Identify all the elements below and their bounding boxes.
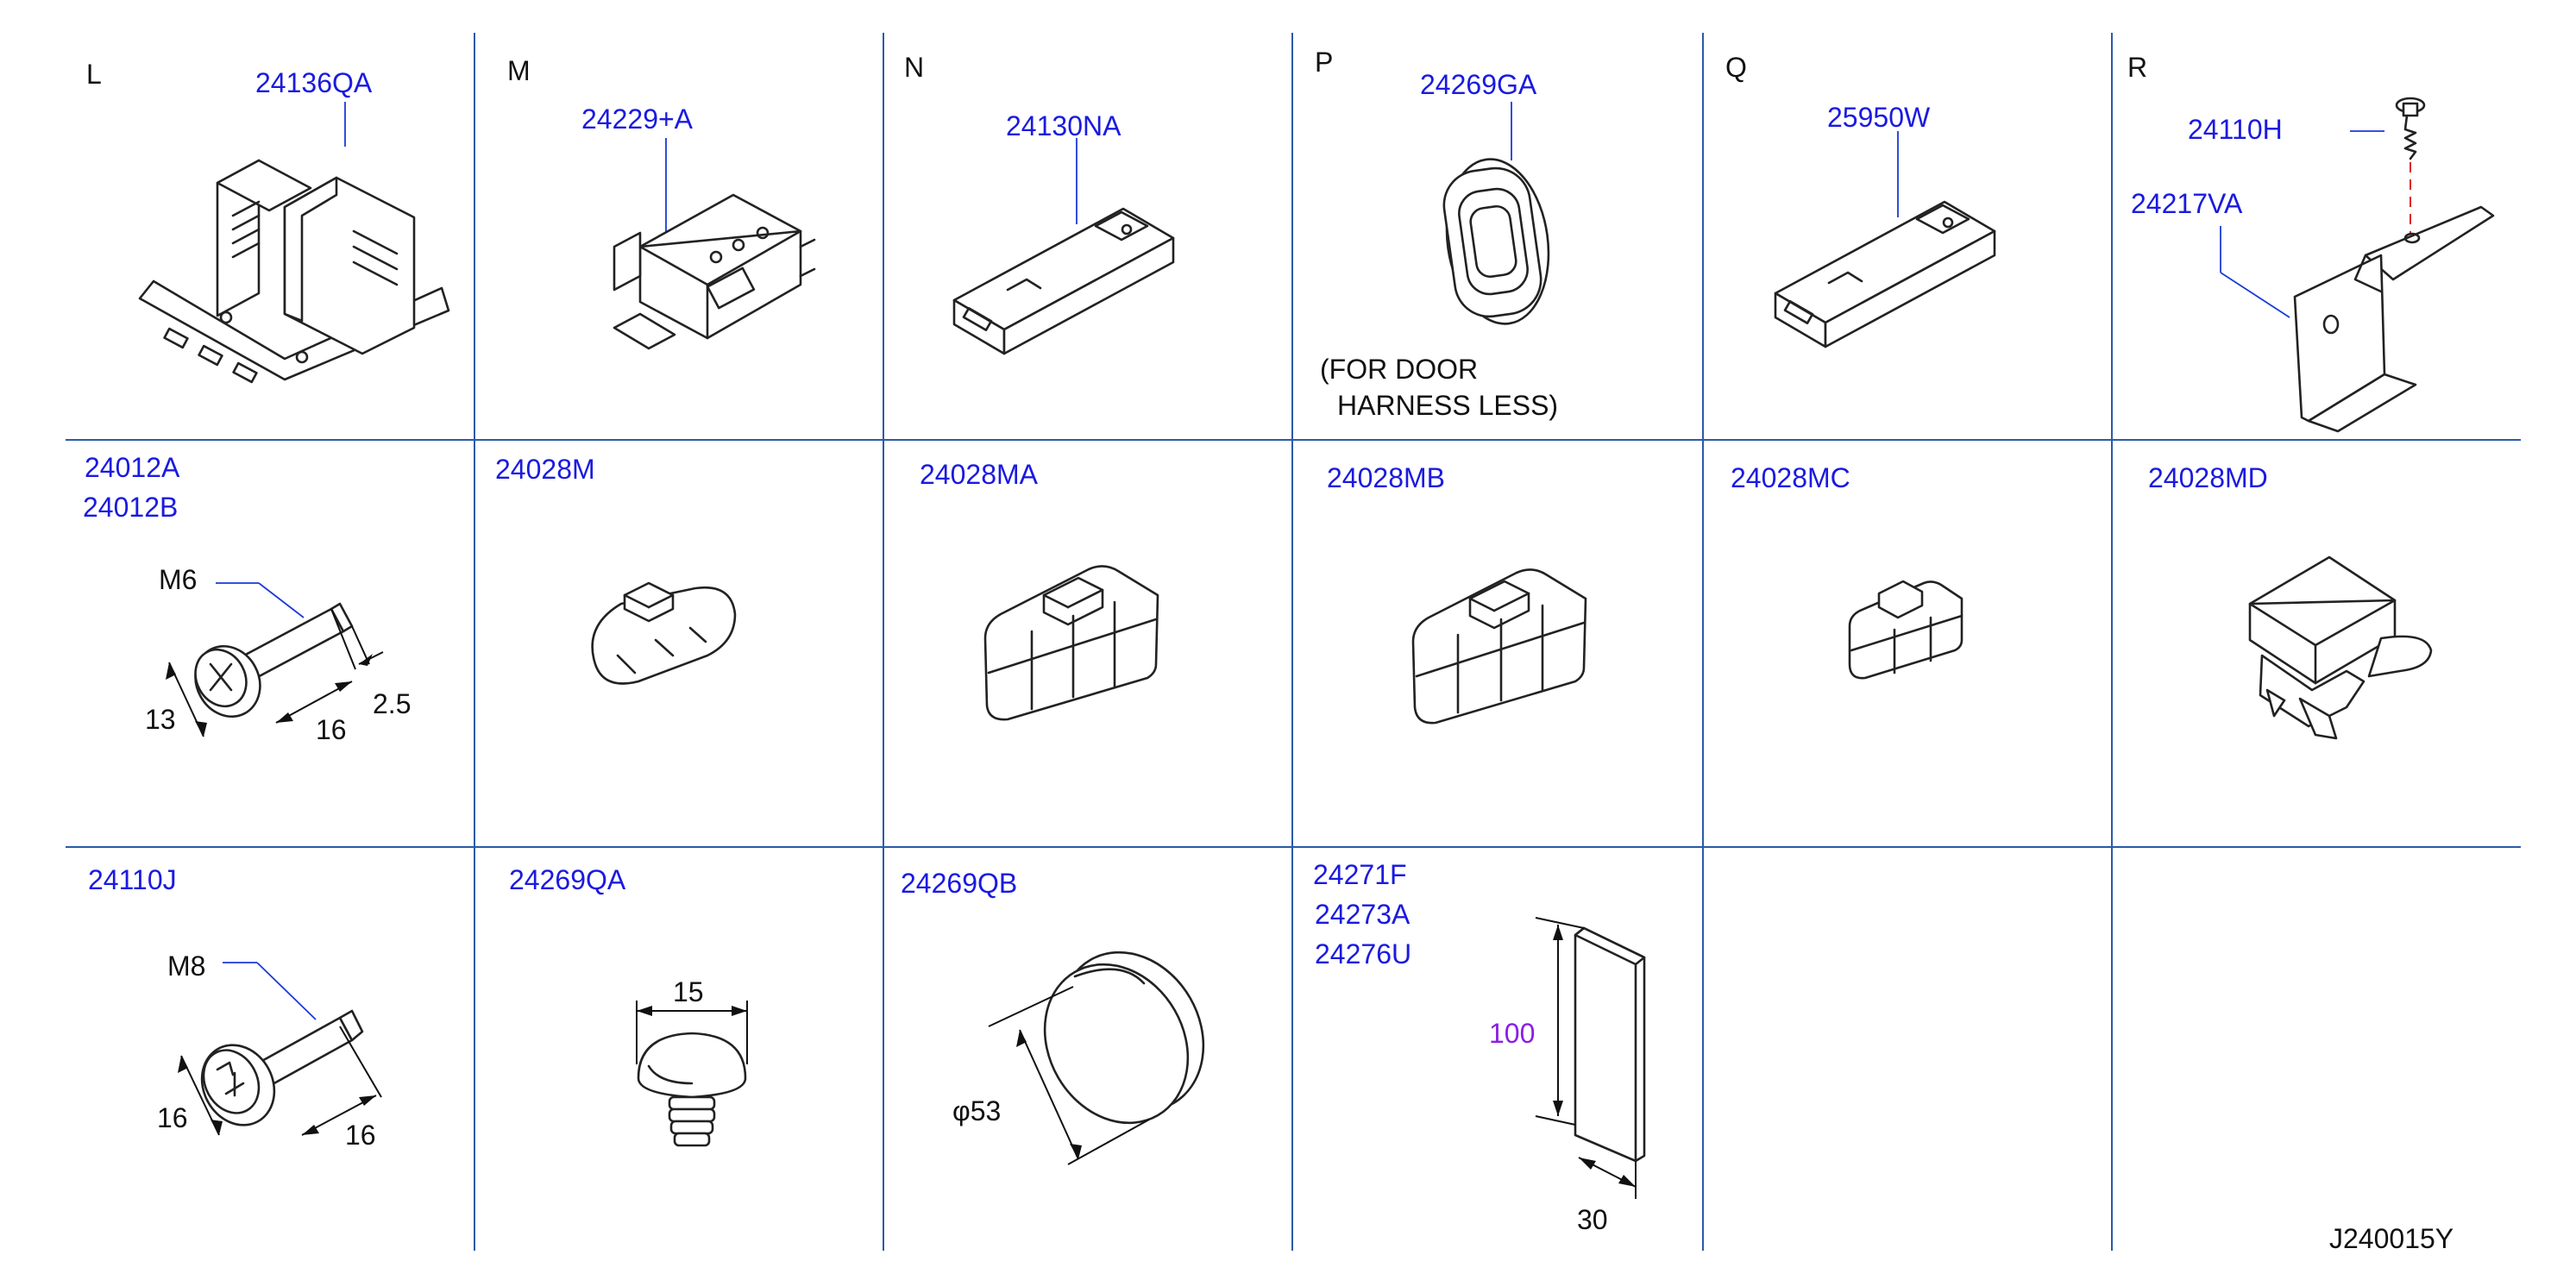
part-label-24217va[interactable]: 24217VA bbox=[2131, 188, 2243, 219]
part-label-24110h[interactable]: 24110H bbox=[2188, 114, 2283, 145]
part-label-24276u[interactable]: 24276U bbox=[1315, 938, 1412, 969]
cell-letter-q: Q bbox=[1725, 52, 1747, 83]
part-label-24269qa[interactable]: 24269QA bbox=[509, 864, 626, 895]
dim-label-16-right: 16 bbox=[345, 1120, 376, 1151]
grommet-24269qb-drawing bbox=[988, 951, 1205, 1165]
part-label-24229a[interactable]: 24229+A bbox=[581, 104, 694, 135]
cell-letter-m: M bbox=[507, 55, 531, 86]
dim-label-100: 100 bbox=[1489, 1018, 1536, 1049]
dim-label-30: 30 bbox=[1577, 1204, 1608, 1235]
clip-24229a-drawing bbox=[613, 138, 816, 350]
part-label-24110j[interactable]: 24110J bbox=[88, 864, 177, 895]
part-label-24273a[interactable]: 24273A bbox=[1315, 899, 1411, 930]
clip-24028md-drawing bbox=[2248, 555, 2433, 740]
bolt-m8-drawing bbox=[178, 962, 382, 1136]
bolt-m6-drawing bbox=[166, 582, 384, 737]
note-harness-less: HARNESS LESS) bbox=[1337, 390, 1559, 421]
dim-label-15: 15 bbox=[673, 976, 704, 1007]
part-label-24136qa[interactable]: 24136QA bbox=[255, 67, 373, 98]
part-label-25950w[interactable]: 25950W bbox=[1827, 102, 1931, 133]
connector-24028mb-drawing bbox=[1411, 568, 1587, 725]
part-label-24028mc[interactable]: 24028MC bbox=[1731, 462, 1850, 493]
part-label-24012b[interactable]: 24012B bbox=[83, 492, 179, 523]
part-label-24028m[interactable]: 24028M bbox=[495, 454, 595, 485]
part-label-24271f[interactable]: 24271F bbox=[1313, 859, 1407, 890]
connector-24028ma-drawing bbox=[983, 565, 1159, 721]
pad-24271f-drawing bbox=[1535, 917, 1646, 1199]
diagram-code: J240015Y bbox=[2329, 1223, 2454, 1254]
thread-label-m6: M6 bbox=[159, 564, 198, 595]
connector-24130na-drawing bbox=[952, 138, 1175, 355]
part-label-24269qb[interactable]: 24269QB bbox=[901, 868, 1018, 899]
cell-letter-r: R bbox=[2127, 52, 2148, 83]
dim-label-2-5: 2.5 bbox=[373, 688, 412, 719]
thread-label-m8: M8 bbox=[167, 951, 206, 982]
clip-24269qa-drawing bbox=[636, 1001, 748, 1147]
grid-lines bbox=[66, 33, 2521, 1251]
bracket-24136qa-drawing bbox=[138, 102, 450, 384]
connector-24028m-drawing bbox=[591, 581, 737, 685]
note-for-door: (FOR DOOR bbox=[1320, 354, 1479, 385]
dim-label-phi53: φ53 bbox=[952, 1095, 1002, 1126]
dim-label-16-left: 16 bbox=[157, 1102, 188, 1133]
cell-letter-p: P bbox=[1315, 47, 1334, 78]
grommet-24269ga-drawing bbox=[1442, 102, 1550, 325]
cell-letter-n: N bbox=[904, 52, 925, 83]
part-label-24130na[interactable]: 24130NA bbox=[1006, 110, 1122, 141]
connector-25950w-drawing bbox=[1774, 131, 1996, 348]
part-label-24028mb[interactable]: 24028MB bbox=[1327, 462, 1445, 493]
part-label-24012a[interactable]: 24012A bbox=[85, 452, 180, 483]
part-label-24028ma[interactable]: 24028MA bbox=[920, 459, 1038, 490]
cell-letter-l: L bbox=[86, 59, 102, 90]
dim-label-16-m6: 16 bbox=[316, 714, 347, 745]
connector-24028mc-drawing bbox=[1848, 580, 1963, 680]
bracket-24217va-drawing bbox=[2220, 97, 2495, 433]
dim-label-13: 13 bbox=[145, 704, 176, 735]
part-label-24028md[interactable]: 24028MD bbox=[2148, 462, 2268, 493]
part-label-24269ga[interactable]: 24269GA bbox=[1420, 69, 1537, 100]
